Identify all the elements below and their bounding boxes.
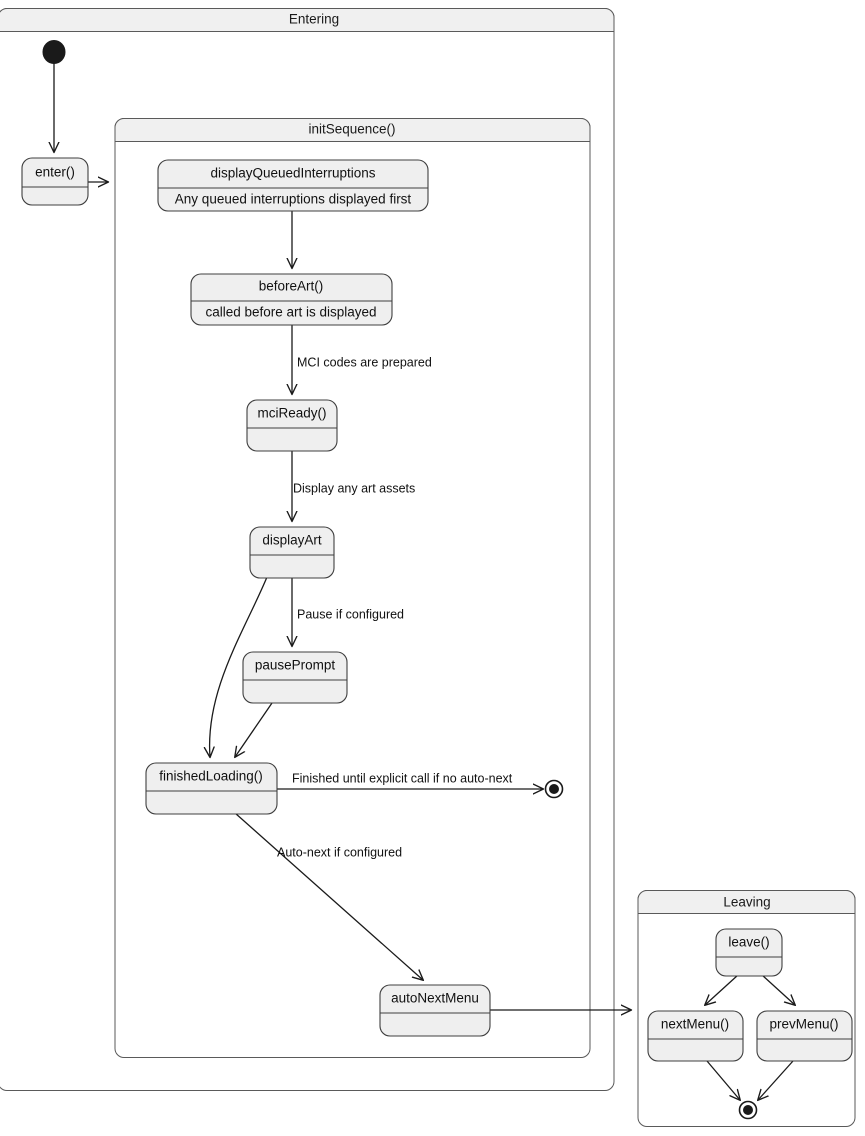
leaving-body	[637, 890, 856, 1127]
initsequence-title: initSequence()	[308, 122, 395, 137]
state-beforeart-description: called before art is displayed	[205, 305, 376, 320]
state-dqi-name: displayQueuedInterruptions	[210, 166, 375, 181]
transition-finishedloading-to-autonextmenu	[234, 812, 423, 980]
transition-nextmenu-to-final-visible	[706, 1060, 740, 1100]
transition-prevmenu-to-final-visible	[758, 1060, 794, 1100]
state-enter-name: enter()	[35, 165, 75, 180]
state-displayart[interactable]: displayArt	[249, 526, 335, 579]
state-pauseprompt-name: pausePrompt	[255, 658, 336, 673]
state-displayqueuedinterruptions[interactable]: displayQueuedInterruptions Any queued in…	[157, 159, 429, 212]
state-displayart-name: displayArt	[262, 533, 322, 548]
state-nextmenu[interactable]: nextMenu()	[647, 1010, 744, 1062]
state-mciready-name: mciReady()	[257, 406, 326, 421]
initial-state-node[interactable]	[42, 40, 66, 64]
transition-leave-to-nextmenu-visible	[705, 974, 739, 1005]
state-beforeart[interactable]: beforeArt() called before art is display…	[190, 273, 393, 326]
final-state-node-entering[interactable]	[544, 779, 564, 799]
state-autonextmenu-name: autoNextMenu	[391, 991, 479, 1006]
transition-label-display-art-assets: Display any art assets	[293, 481, 415, 495]
composite-state-initsequence[interactable]: initSequence()	[114, 118, 591, 1058]
state-enter[interactable]: enter()	[21, 157, 89, 206]
state-leave-name: leave()	[728, 935, 769, 950]
state-pauseprompt[interactable]: pausePrompt	[242, 651, 348, 704]
state-finishedloading[interactable]: finishedLoading()	[145, 762, 278, 815]
transition-pauseprompt-to-finishedloading	[235, 702, 273, 757]
transition-label-auto-next-if-configured: Auto-next if configured	[277, 845, 402, 859]
composite-state-leaving[interactable]: Leaving	[637, 890, 856, 1127]
transition-label-mci-codes: MCI codes are prepared	[297, 355, 432, 369]
state-mciready[interactable]: mciReady()	[246, 399, 338, 452]
leaving-transition-layer	[705, 974, 795, 1100]
state-beforeart-name: beforeArt()	[259, 279, 324, 294]
state-autonextmenu[interactable]: autoNextMenu	[379, 984, 491, 1037]
transition-label-pause-if-configured: Pause if configured	[297, 607, 404, 621]
state-finishedloading-name: finishedLoading()	[159, 769, 263, 784]
final-state-node-leaving[interactable]	[738, 1100, 758, 1120]
state-leave[interactable]: leave()	[715, 928, 783, 977]
transition-displayart-to-finishedloading	[210, 576, 268, 757]
leaving-title: Leaving	[723, 895, 770, 910]
state-nextmenu-name: nextMenu()	[661, 1017, 729, 1032]
state-prevmenu[interactable]: prevMenu()	[756, 1010, 853, 1062]
entering-title: Entering	[289, 12, 339, 27]
state-dqi-description: Any queued interruptions displayed first	[175, 192, 412, 207]
transition-leave-to-prevmenu-visible	[761, 974, 795, 1005]
state-prevmenu-name: prevMenu()	[769, 1017, 838, 1032]
transition-label-finished-until-explicit: Finished until explicit call if no auto-…	[292, 771, 513, 785]
